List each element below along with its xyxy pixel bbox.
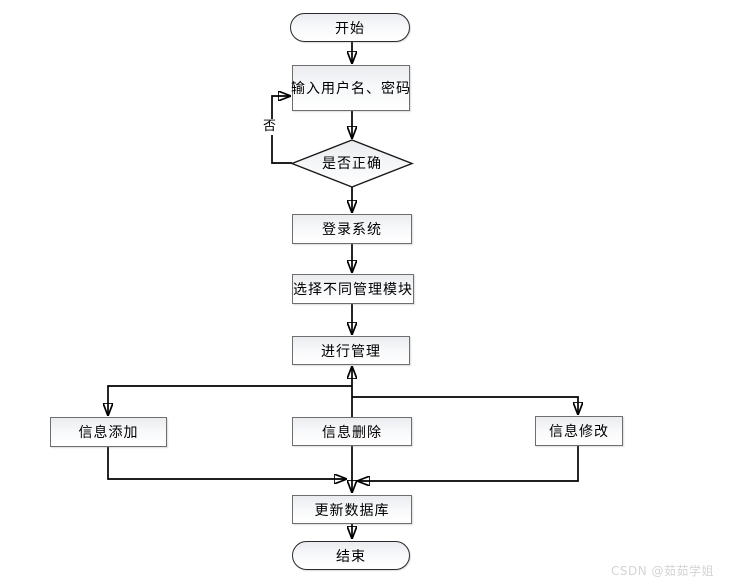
node-info-add-label: 信息添加 (78, 425, 139, 441)
node-update-database: 更新数据库 (292, 495, 412, 524)
node-info-modify-label: 信息修改 (549, 424, 609, 440)
edge-add-to-merge (107, 447, 346, 479)
node-select-module: 选择不同管理模块 (292, 274, 414, 304)
edge-branch-right-to-modify (352, 396, 578, 414)
node-start-label: 开始 (335, 20, 365, 37)
node-login-system-label: 登录系统 (322, 222, 382, 238)
node-decision-label: 是否正确 (322, 156, 382, 172)
decision-diamond-shape (290, 139, 414, 188)
node-info-delete: 信息删除 (292, 417, 412, 446)
node-info-modify: 信息修改 (535, 416, 623, 446)
node-login-system: 登录系统 (292, 214, 412, 244)
node-manage-label: 进行管理 (321, 343, 381, 360)
edge-branch-left-to-add (108, 385, 352, 415)
node-info-delete-label: 信息删除 (322, 424, 382, 441)
node-select-module-label: 选择不同管理模块 (293, 282, 413, 298)
node-info-add: 信息添加 (50, 417, 167, 447)
edge-label-no: 否 (262, 119, 278, 135)
node-start: 开始 (290, 13, 410, 42)
edge-modify-to-merge (358, 446, 579, 481)
node-update-database-label: 更新数据库 (314, 502, 390, 519)
node-input-credentials-label: 输入用户名、密码 (291, 81, 411, 97)
node-manage: 进行管理 (292, 336, 410, 365)
node-input-credentials: 输入用户名、密码 (291, 65, 411, 111)
node-end: 结束 (292, 541, 410, 570)
watermark-text: CSDN @茹茹学姐 (610, 564, 714, 578)
node-end-label: 结束 (336, 548, 366, 565)
